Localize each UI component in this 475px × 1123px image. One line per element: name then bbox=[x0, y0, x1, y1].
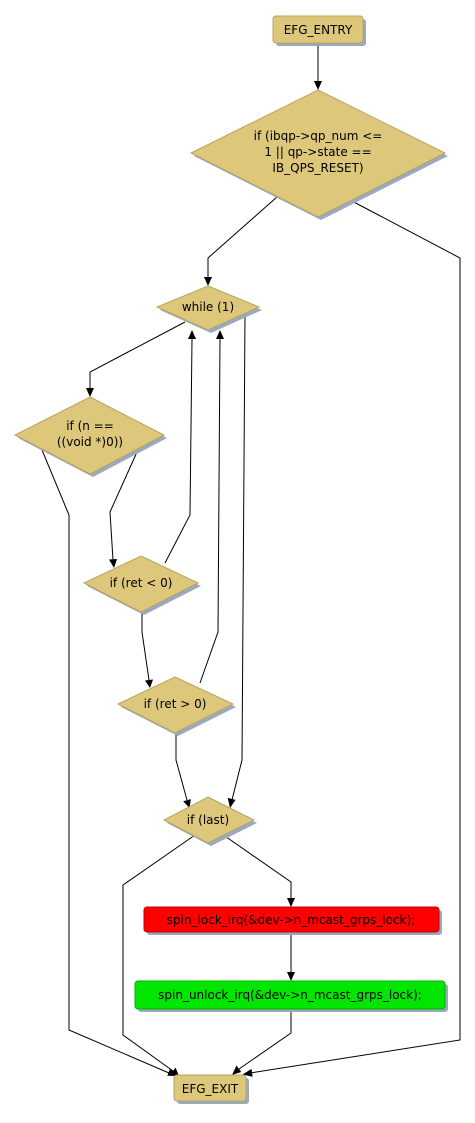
if-last-node: if (last) bbox=[162, 796, 257, 846]
spin-unlock-node-label: spin_unlock_irq(&dev->n_mcast_grps_lock)… bbox=[158, 988, 422, 1002]
if-ret-gt-node: if (ret > 0) bbox=[116, 676, 236, 736]
edge-qp-check-to-while bbox=[207, 196, 278, 278]
arrowhead bbox=[170, 1067, 179, 1076]
arrowhead bbox=[145, 679, 153, 688]
exit-node-box bbox=[173, 1074, 247, 1102]
spin-lock-node-box bbox=[143, 906, 440, 933]
arrowhead bbox=[287, 898, 295, 907]
arrowhead bbox=[314, 81, 322, 90]
if-ret-gt-node-diamond bbox=[116, 676, 235, 734]
edge-if-ret-gt-to-while bbox=[199, 338, 221, 684]
if-n-null-node-diamond bbox=[13, 396, 166, 475]
qp-check-node: if (ibqp->qp_num <= 1 || qp->state == IB… bbox=[189, 89, 448, 220]
qp-check-node-line-2: 1 || qp->state == bbox=[264, 145, 371, 159]
edge-spin-unlock-to-exit bbox=[238, 1010, 292, 1070]
arrowhead bbox=[287, 972, 295, 981]
qp-check-node-line-1: if (ibqp->qp_num <= bbox=[254, 129, 383, 143]
if-ret-lt-node-label: if (ret < 0) bbox=[110, 576, 173, 590]
spin-lock-node: spin_lock_irq(&dev->n_mcast_grps_lock); bbox=[143, 906, 442, 935]
qp-check-node-diamond bbox=[189, 89, 447, 218]
spin-unlock-node: spin_unlock_irq(&dev->n_mcast_grps_lock)… bbox=[134, 980, 448, 1012]
spin-lock-node-label: spin_lock_irq(&dev->n_mcast_grps_lock); bbox=[167, 913, 415, 927]
entry-node-label: EFG_ENTRY bbox=[284, 23, 353, 37]
if-n-null-node: if (n == ((void *)0)) bbox=[13, 396, 167, 477]
if-ret-gt-node-label: if (ret > 0) bbox=[144, 697, 207, 711]
if-ret-lt-node: if (ret < 0) bbox=[82, 555, 201, 615]
exit-node-label: EFG_EXIT bbox=[182, 1082, 239, 1096]
edge-if-ret-lt-to-while bbox=[164, 338, 193, 564]
if-ret-lt-node-diamond bbox=[82, 555, 200, 613]
edge-if-last-to-spin-lock bbox=[221, 833, 292, 899]
arrowhead bbox=[86, 388, 94, 397]
arrowhead bbox=[216, 330, 224, 339]
edges bbox=[41, 45, 461, 1077]
entry-node-box bbox=[272, 15, 364, 44]
edge-if-n-to-if-ret-lt bbox=[109, 451, 138, 561]
while-loop-node-diamond bbox=[155, 285, 261, 331]
nodes: EFG_ENTRY if (ibqp->qp_num <= 1 || qp->s… bbox=[13, 15, 448, 1104]
edge-qp-check-to-exit bbox=[249, 199, 461, 1074]
while-loop-node: while (1) bbox=[155, 285, 262, 333]
edge-while-to-if-n bbox=[89, 321, 186, 389]
arrowhead bbox=[227, 797, 236, 808]
arrowhead bbox=[183, 799, 191, 808]
arrowhead bbox=[242, 1068, 253, 1077]
edge-while-to-if-last bbox=[231, 314, 246, 801]
if-n-null-node-line-1: if (n == bbox=[66, 419, 114, 433]
edge-if-ret-gt-to-if-last bbox=[175, 733, 188, 801]
if-n-null-node-line-2: ((void *)0)) bbox=[57, 435, 123, 449]
if-last-node-diamond bbox=[162, 796, 256, 844]
entry-node: EFG_ENTRY bbox=[272, 15, 366, 46]
edge-if-ret-lt-to-if-ret-gt bbox=[141, 613, 150, 681]
spin-unlock-node-box bbox=[134, 980, 446, 1010]
while-loop-node-label: while (1) bbox=[182, 300, 234, 314]
arrowhead bbox=[204, 277, 212, 286]
arrowhead bbox=[109, 559, 117, 568]
qp-check-node-line-3: IB_QPS_RESET) bbox=[272, 161, 363, 175]
arrowhead bbox=[232, 1065, 242, 1075]
edge-if-n-to-exit bbox=[41, 449, 170, 1074]
exit-node: EFG_EXIT bbox=[173, 1074, 249, 1104]
if-last-node-label: if (last) bbox=[187, 813, 229, 827]
arrowhead bbox=[188, 330, 196, 339]
edge-if-last-to-exit bbox=[122, 834, 196, 1072]
